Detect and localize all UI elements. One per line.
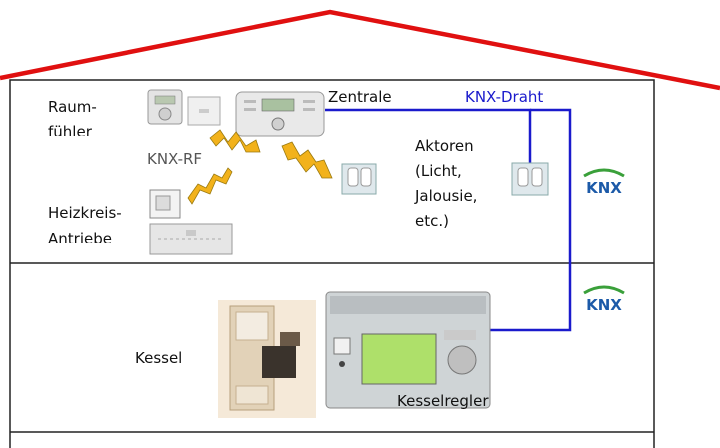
label-aktoren-4: etc.) <box>415 212 449 230</box>
knx-logo-lower: KNX <box>583 285 625 313</box>
label-raumfuehler-2: fühler <box>48 123 92 136</box>
label-knx-rf: KNX-RF <box>147 150 203 168</box>
boiler-image <box>218 300 316 418</box>
actuator-device-wired <box>511 162 549 196</box>
knx-logo-upper: KNX <box>583 168 625 196</box>
knx-wire-riser <box>490 108 572 332</box>
label-aktoren-1: Aktoren <box>415 137 474 155</box>
label-kessel: Kessel <box>135 349 183 367</box>
room-sensor-flat <box>187 96 221 126</box>
roof <box>0 9 720 91</box>
central-unit-device <box>235 91 325 137</box>
heating-valve-device <box>149 189 181 219</box>
heating-controller-device <box>149 223 233 255</box>
rf-signal-upper-left <box>209 129 261 153</box>
label-heizkreis-2: Antriebe <box>48 230 112 243</box>
house-outline <box>9 79 655 448</box>
label-heizkreis-1: Heizkreis- <box>48 204 122 222</box>
label-aktoren-3: Jalousie, <box>415 187 478 205</box>
rf-signal-lower <box>187 167 233 205</box>
boiler-controller-device <box>325 291 491 409</box>
label-knx-draht: KNX-Draht <box>465 88 544 106</box>
knx-logo-upper-text: KNX <box>586 179 622 196</box>
actuator-device-rf <box>341 163 377 195</box>
label-aktoren-2: (Licht, <box>415 162 462 180</box>
label-kesselregler: Kesselregler <box>397 392 489 410</box>
label-raumfuehler-1: Raum- <box>48 98 97 116</box>
room-sensor-device <box>147 89 183 125</box>
label-zentrale: Zentrale <box>328 88 392 106</box>
rf-signal-upper-right <box>281 141 333 179</box>
knx-logo-lower-text: KNX <box>586 296 622 313</box>
